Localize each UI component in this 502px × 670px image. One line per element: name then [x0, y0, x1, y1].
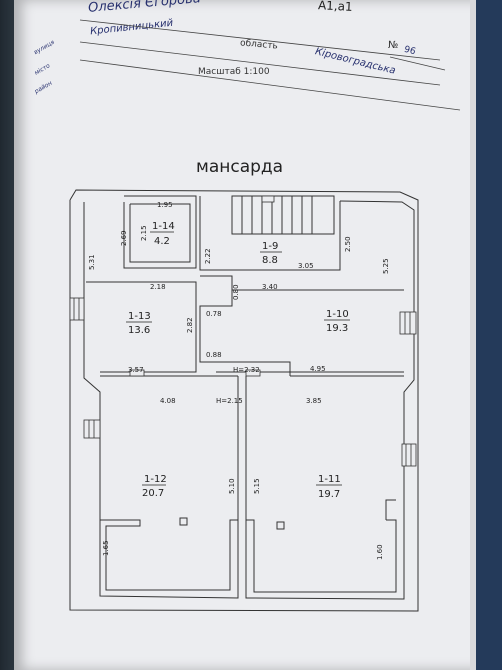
- dim-1-95: 1.95: [157, 201, 173, 209]
- dim-5-31: 5.31: [88, 254, 96, 270]
- room-1-13: 1-13 13.6: [126, 311, 152, 336]
- svg-text:20.7: 20.7: [142, 488, 164, 499]
- room-1-9: 1-9 8.8: [260, 241, 282, 266]
- svg-text:1-10: 1-10: [326, 309, 349, 320]
- dim-2-69: 2.69: [120, 230, 128, 246]
- dim-1-60: 1.60: [376, 544, 384, 560]
- dim-2-22: 2.22: [204, 248, 212, 264]
- dim-1-65: 1.65: [102, 540, 110, 556]
- dim-5-15: 5.15: [253, 478, 261, 494]
- plan-walls: [69, 189, 419, 612]
- svg-text:1-13: 1-13: [128, 311, 151, 322]
- header-lines: [79, 19, 461, 111]
- svg-text:1-14: 1-14: [152, 221, 175, 232]
- number-label: №: [388, 40, 399, 51]
- document-page: [14, 0, 476, 670]
- dim-0-88: 0.88: [206, 351, 222, 359]
- svg-text:4.2: 4.2: [154, 236, 170, 247]
- dimension-labels: 1.95 2.69 2.15 2.22 5.31 2.50 5.25 3.05 …: [88, 201, 390, 560]
- svg-text:1-11: 1-11: [318, 474, 341, 485]
- dim-h-2-15: H=2.15: [216, 397, 243, 405]
- dim-3-40: 3.40: [262, 283, 278, 291]
- scale: Масштаб 1:100: [198, 67, 270, 77]
- room-1-12: 1-12 20.7: [142, 474, 167, 499]
- background-edge: [476, 0, 502, 670]
- dim-2-82: 2.82: [186, 317, 194, 333]
- dim-4-08: 4.08: [160, 397, 176, 405]
- dim-3-05: 3.05: [298, 262, 314, 270]
- dim-2-15: 2.15: [140, 225, 148, 241]
- svg-text:13.6: 13.6: [128, 325, 150, 336]
- dim-4-95: 4.95: [310, 365, 326, 373]
- dim-2-50: 2.50: [344, 236, 352, 252]
- svg-text:1-12: 1-12: [144, 474, 167, 485]
- dim-3-57: 3.57: [128, 366, 144, 374]
- dim-0-80: 0.80: [232, 284, 240, 300]
- room-1-14: 1-14 4.2: [150, 221, 175, 247]
- windows: [69, 195, 417, 467]
- svg-text:1-9: 1-9: [262, 241, 278, 252]
- svg-text:19.7: 19.7: [318, 489, 340, 500]
- dim-5-10: 5.10: [228, 478, 236, 494]
- dim-5-25: 5.25: [382, 258, 390, 274]
- plan-title: мансарда: [196, 157, 283, 177]
- room-1-11: 1-11 19.7: [316, 474, 342, 500]
- dim-0-78: 0.78: [206, 310, 222, 318]
- dim-3-85: 3.85: [306, 397, 322, 405]
- dim-h-2-32: H=2.32: [233, 366, 260, 374]
- svg-text:8.8: 8.8: [262, 255, 278, 266]
- page-stack-edge: [470, 0, 478, 670]
- svg-text:19.3: 19.3: [326, 323, 348, 334]
- room-1-10: 1-10 19.3: [324, 309, 350, 334]
- dim-2-18: 2.18: [150, 283, 166, 291]
